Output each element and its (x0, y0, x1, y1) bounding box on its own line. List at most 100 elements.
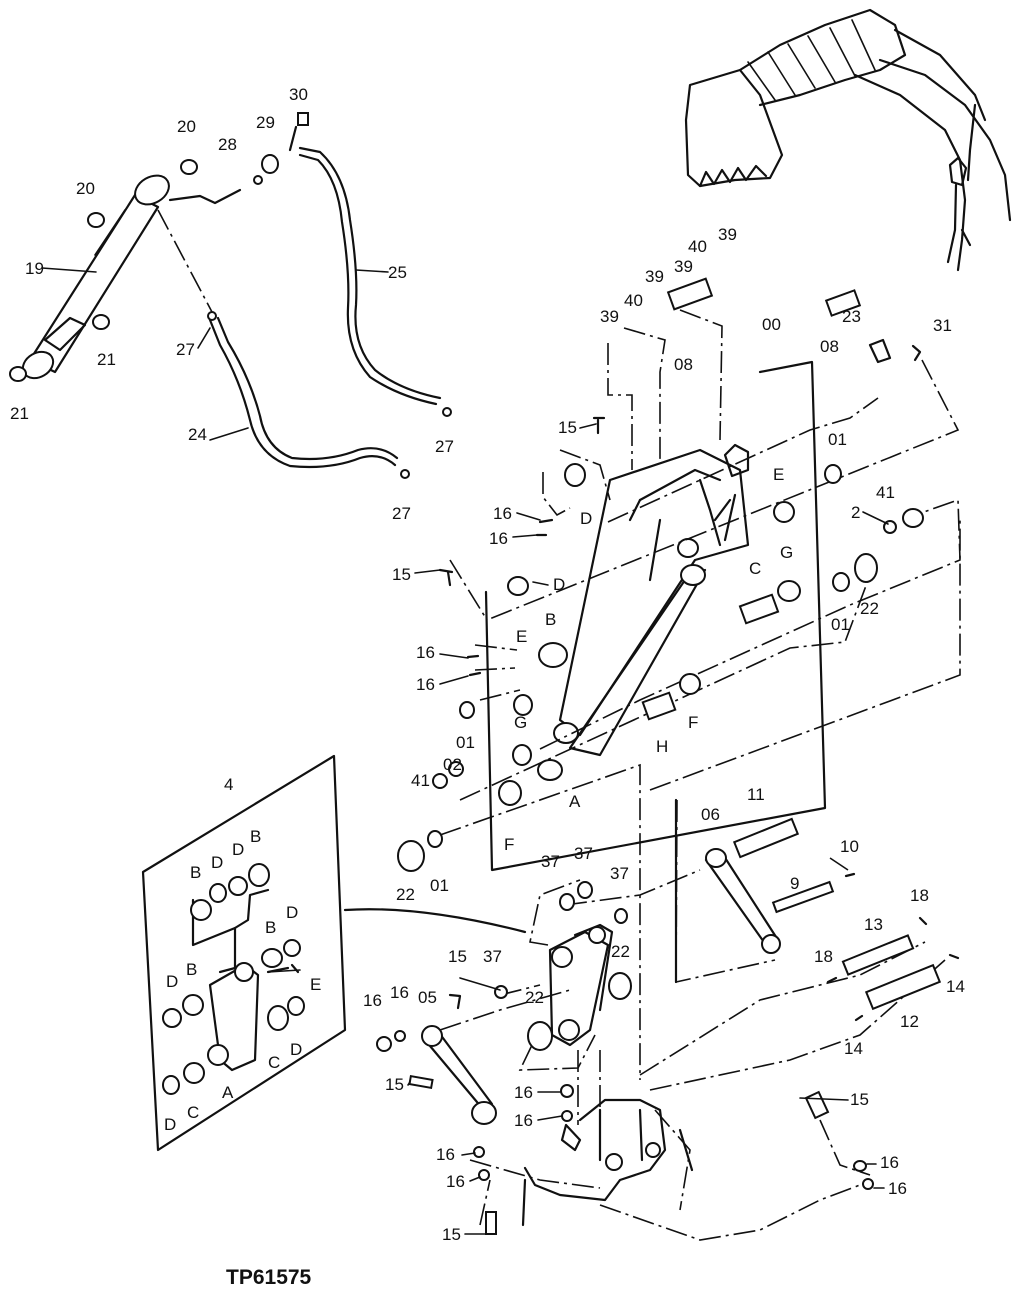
pin-9 (771, 880, 835, 914)
label-16-right-a: 16 (880, 1153, 899, 1172)
fittings-28-29-30 (253, 112, 309, 185)
label-18-top: 18 (910, 886, 929, 905)
label-30: 30 (289, 85, 308, 104)
kit-label-B3: B (265, 918, 276, 937)
hose-25 (298, 146, 442, 400)
label-A: A (569, 792, 581, 811)
label-41-right: 41 (876, 483, 895, 502)
bushing-f-1 (679, 673, 701, 695)
kit-label-D4: D (166, 972, 178, 991)
label-41-left: 41 (411, 771, 430, 790)
pin-11 (732, 817, 800, 859)
washer-01-d (427, 830, 443, 848)
leader-lines (41, 267, 889, 1235)
label-14-right: 14 (946, 977, 965, 996)
label-24: 24 (188, 425, 207, 444)
kit-4-panel (141, 754, 347, 1152)
label-16-link-a: 16 (363, 991, 382, 1010)
washer-01-c (459, 701, 475, 719)
label-28: 28 (218, 135, 237, 154)
oring-27-c (400, 469, 410, 479)
label-20-top: 20 (177, 117, 196, 136)
kit-label-B1: B (250, 827, 261, 846)
label-39-top: 39 (718, 225, 737, 244)
kit-label-B2: B (190, 863, 201, 882)
assembly-lines (439, 309, 961, 1241)
label-22-link-left: 22 (525, 988, 544, 1007)
leader-cylinder (168, 188, 242, 205)
label-25: 25 (388, 263, 407, 282)
label-01-left: 01 (456, 733, 475, 752)
label-B: B (545, 610, 556, 629)
label-9: 9 (790, 874, 799, 893)
pin-b (538, 642, 568, 668)
bushing-e-1 (513, 694, 533, 716)
label-40-top: 40 (688, 237, 707, 256)
label-15-left: 15 (392, 565, 411, 584)
label-15-top: 15 (558, 418, 577, 437)
hose-24 (208, 318, 397, 469)
label-02: 02 (443, 755, 462, 774)
label-14-left: 14 (844, 1039, 863, 1058)
cylinder-19 (21, 174, 170, 380)
label-08-right: 08 (820, 337, 839, 356)
callout-labels: 30 20 29 28 20 19 25 27 21 21 24 27 27 3… (10, 85, 965, 1244)
bolt-15-e (804, 1090, 830, 1120)
washer-16-b (394, 1030, 406, 1042)
pin-12 (864, 963, 942, 1011)
washer-01-b (832, 572, 850, 592)
label-E-right: E (773, 465, 784, 484)
label-39-left: 39 (600, 307, 619, 326)
label-21-right: 21 (97, 350, 116, 369)
label-11: 11 (747, 785, 765, 804)
kit-label-D6: D (164, 1115, 176, 1134)
label-16-c: 16 (416, 643, 435, 662)
label-19: 19 (25, 259, 44, 278)
pin-13 (841, 934, 915, 976)
label-15-link-left: 15 (385, 1075, 404, 1094)
kit-connector-line (343, 908, 527, 934)
shim-22-b (397, 840, 425, 872)
washer-01-a (824, 464, 842, 484)
kit-label-D2: D (211, 853, 223, 872)
washers-20-21 (9, 159, 198, 382)
label-22-left: 22 (396, 885, 415, 904)
label-01-right: 01 (831, 615, 850, 634)
shim-22-c (527, 1021, 553, 1051)
label-16-a: 16 (493, 504, 512, 523)
shim-22-d (608, 972, 632, 1000)
boom-assembly (484, 360, 827, 872)
label-40-mid: 40 (624, 291, 643, 310)
label-H: H (656, 737, 668, 756)
label-31: 31 (933, 316, 952, 335)
kit-label-D5: D (290, 1040, 302, 1059)
label-10: 10 (840, 837, 859, 856)
oring-27-a (207, 311, 217, 321)
label-F-left: F (504, 835, 514, 854)
label-21-left: 21 (10, 404, 29, 423)
kit-label-E: E (310, 975, 321, 994)
washer-41-a (902, 508, 924, 528)
kit-label-C2: C (187, 1103, 199, 1122)
label-16-link-d: 16 (514, 1111, 533, 1130)
figure-code: TP61575 (226, 1266, 312, 1289)
label-D-left: D (553, 575, 565, 594)
label-37-d: 37 (483, 947, 502, 966)
dash-cyl-hose (157, 209, 213, 313)
label-37-a: 37 (541, 852, 560, 871)
shim-22-a (854, 553, 878, 583)
label-01-bottom: 01 (430, 876, 449, 895)
nut-02 (448, 761, 464, 777)
bolt-15-f (485, 1211, 497, 1235)
bushing-e-2 (773, 501, 795, 523)
bushing-d-1 (564, 463, 586, 487)
label-G-right: G (780, 543, 793, 562)
bushing-d-2 (507, 576, 529, 596)
label-C: C (749, 559, 761, 578)
label-16-link-b: 16 (390, 983, 409, 1002)
label-20-left: 20 (76, 179, 95, 198)
label-F-right: F (688, 713, 698, 732)
bushing-g-1 (777, 580, 801, 602)
label-27-a: 27 (176, 340, 195, 359)
